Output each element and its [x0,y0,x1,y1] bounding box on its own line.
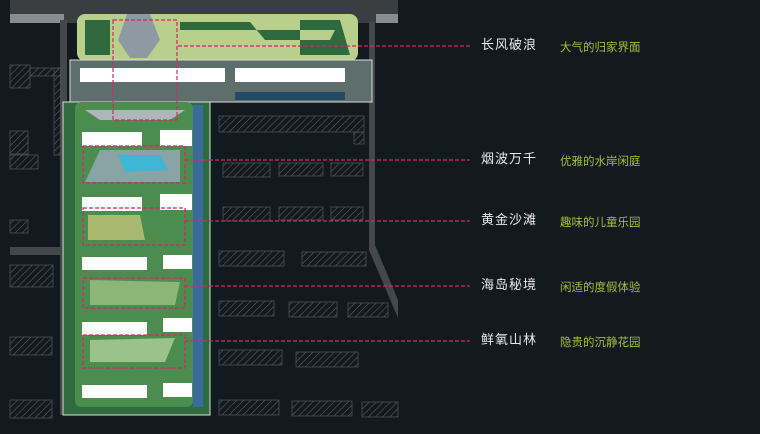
neighbour-buildings [9,64,399,419]
zone-title-4: 海岛秘境 [481,278,538,293]
zone-title-1: 长风破浪 [481,38,538,53]
residential-buildings [80,68,345,398]
zone-highlights [82,19,470,369]
water-channel [193,105,203,407]
zone-subtitle-1: 大气的归家界面 [560,40,641,54]
zone-title-3: 黄金沙滩 [481,213,538,228]
zone-title-5: 鲜氧山林 [481,333,538,348]
zone-title-2: 烟波万千 [481,152,538,167]
right-road [369,22,398,318]
zone-subtitle-4: 闲适的度假体验 [560,280,641,294]
zone-subtitle-2: 优雅的水岸闲庭 [560,154,641,168]
zone-subtitle-5: 隐贵的沉静花园 [560,335,641,349]
zone-subtitle-3: 趣味的儿童乐园 [560,215,641,229]
